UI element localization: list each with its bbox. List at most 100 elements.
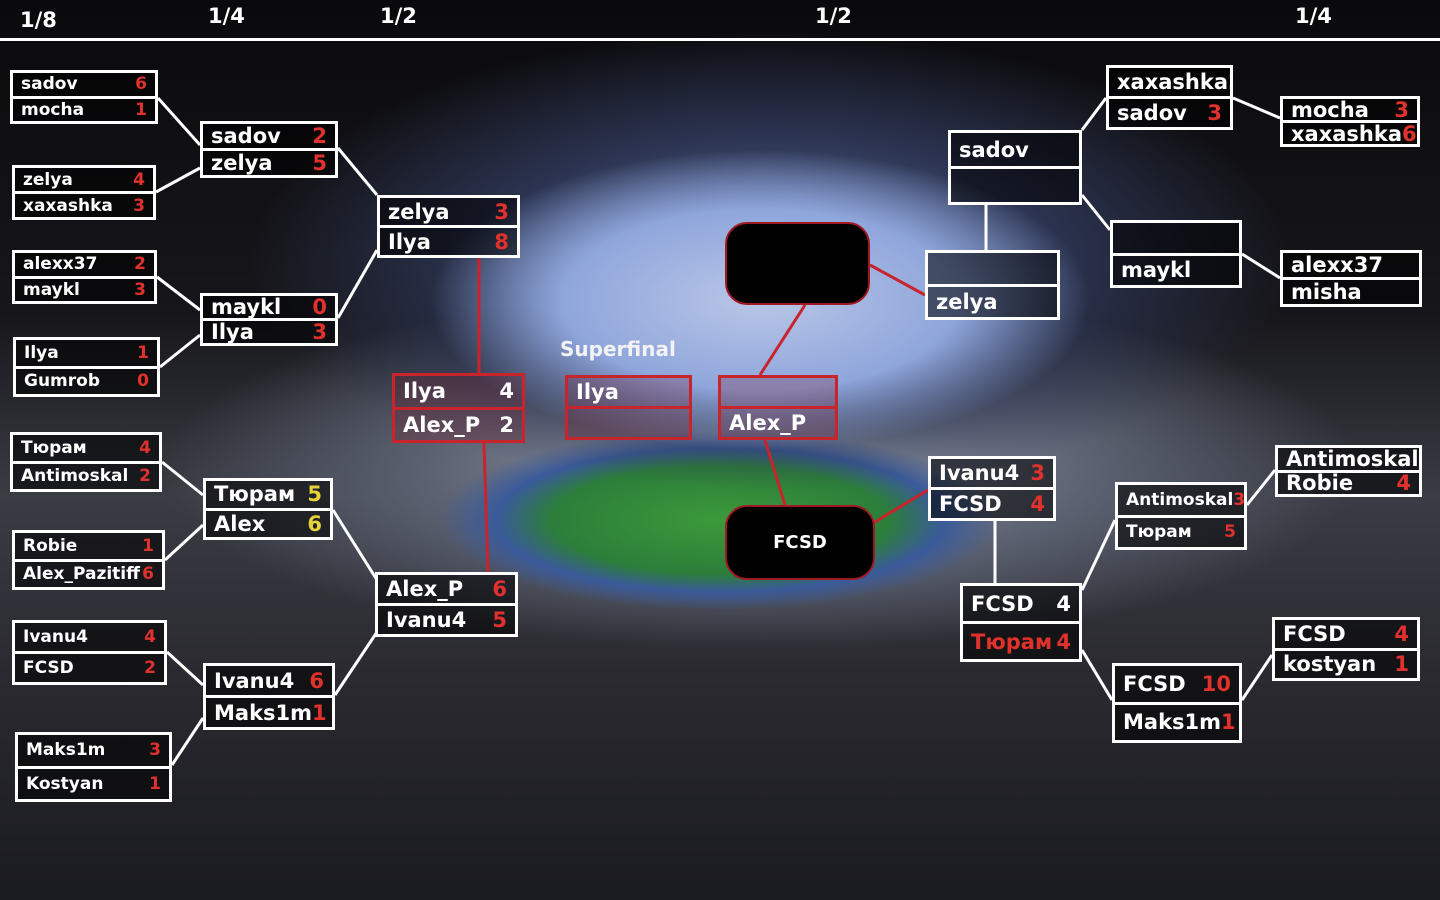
round-label-1-2-left: 1/2 xyxy=(380,4,417,28)
player-score: 3 xyxy=(134,279,146,300)
player-score: 4 xyxy=(144,627,156,647)
player-name: Alex_P xyxy=(403,412,481,437)
player-name: Ilya xyxy=(211,320,254,343)
match-row: Gumrob 0 xyxy=(16,365,157,395)
match-row: zelya 4 xyxy=(15,168,153,191)
hidden-finalist-blob xyxy=(725,222,870,305)
player-score: 1 xyxy=(135,99,147,120)
match-box: Ilya xyxy=(565,375,692,440)
player-score: 6 xyxy=(135,74,147,95)
player-score: 1 xyxy=(137,342,149,363)
finalist-blob-fcsd: FCSD xyxy=(725,505,875,580)
match-row xyxy=(951,166,1079,202)
player-name: zelya xyxy=(936,289,998,314)
player-name: Maks1m xyxy=(214,700,313,725)
player-score: 1 xyxy=(149,773,161,794)
match-row: Antimoskal6 xyxy=(1278,448,1419,470)
player-score: 3 xyxy=(149,740,161,761)
player-score: 2 xyxy=(134,254,146,275)
player-name: sadov xyxy=(1117,101,1187,125)
match-row xyxy=(568,406,689,437)
player-name: maykl xyxy=(1121,258,1192,283)
round-label-1-2-right: 1/2 xyxy=(815,4,852,28)
player-name: zelya xyxy=(23,169,73,190)
player-score: 2 xyxy=(1228,70,1230,94)
player-name: Antimoskal xyxy=(21,466,129,487)
player-name: Antimoskal xyxy=(1126,489,1234,510)
player-score: 5 xyxy=(312,151,327,175)
player-name: maykl xyxy=(211,296,282,318)
player-name: Robie xyxy=(1286,471,1354,494)
player-name: FCSD xyxy=(1283,621,1346,646)
player-name: FCSD xyxy=(1123,671,1186,696)
player-score: 5 xyxy=(492,608,507,632)
player-score: 6 xyxy=(309,668,324,693)
player-name: Kostyan xyxy=(26,773,104,794)
player-score: 1 xyxy=(1394,652,1409,677)
match-row xyxy=(721,378,835,406)
player-score: 0 xyxy=(312,296,327,318)
player-score: 0 xyxy=(137,371,149,392)
player-score: 3 xyxy=(1030,461,1045,485)
match-row: maykl 0 xyxy=(203,296,335,318)
player-name: sadov xyxy=(211,124,281,148)
player-name: Alex_Pazitiff xyxy=(23,564,140,585)
player-name: zelya xyxy=(211,151,273,175)
player-score: 1 xyxy=(312,700,327,725)
player-score: 2 xyxy=(144,658,156,678)
player-name: sadov xyxy=(959,137,1029,162)
player-name: Ivanu4 xyxy=(939,461,1020,485)
player-name: misha xyxy=(1291,280,1362,304)
player-name: Gumrob xyxy=(24,371,101,392)
match-box: alexx37 misha xyxy=(1280,250,1422,307)
player-score: 2 xyxy=(139,466,151,487)
player-name: FCSD xyxy=(971,591,1034,616)
player-name: Ilya xyxy=(388,229,431,254)
match-row: Antimoskal 2 xyxy=(13,460,159,490)
match-box: xaxashka2sadov3 xyxy=(1106,65,1233,130)
player-name: Ilya xyxy=(403,379,446,404)
player-name: xaxashka xyxy=(23,195,113,216)
player-score: 6 xyxy=(1402,121,1417,144)
player-name: Antimoskal xyxy=(1286,448,1419,470)
player-name: alexx37 xyxy=(1291,253,1383,277)
match-row: sadov xyxy=(951,133,1079,166)
player-name: Maks1m xyxy=(1123,710,1222,735)
match-row: Ilya xyxy=(568,378,689,406)
player-score: 3 xyxy=(1207,101,1222,125)
match-row: sadov 3 xyxy=(1109,96,1230,127)
match-row: Kostyan 1 xyxy=(18,765,169,800)
player-name: Ilya xyxy=(576,380,619,404)
match-row: maykl xyxy=(1113,252,1239,286)
player-score: 4 xyxy=(133,169,145,190)
player-score: 6 xyxy=(142,564,154,585)
match-row: zelya xyxy=(928,283,1057,318)
